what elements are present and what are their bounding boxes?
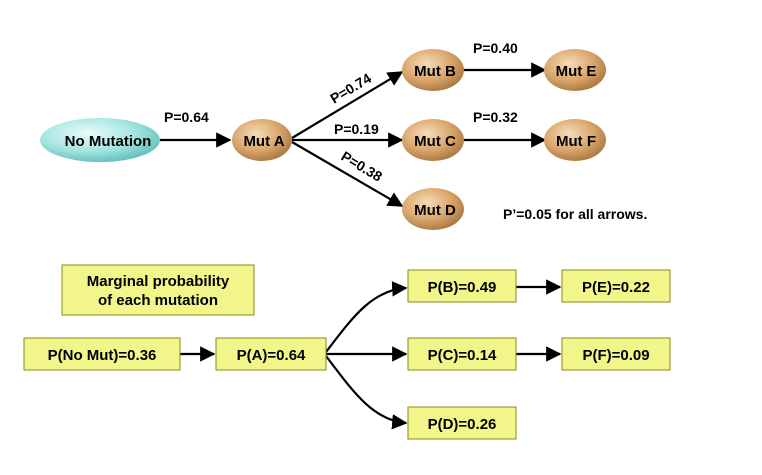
box-label-b: P(B)=0.49 — [428, 279, 497, 296]
edge-a-to-b — [291, 71, 404, 139]
curve-a-to-b — [325, 281, 408, 353]
legend-line2: of each mutation — [98, 292, 218, 309]
top-edges — [160, 62, 547, 207]
edge-label-c-to-f: P=0.32 — [473, 109, 518, 125]
box-d: P(D)=0.26 — [407, 406, 517, 440]
box-b: P(B)=0.49 — [407, 269, 517, 303]
edge-label-a-to-d: P=0.38 — [338, 148, 385, 185]
node-label-mut-a: Mut A — [243, 133, 284, 150]
box-label-c: P(C)=0.14 — [428, 347, 497, 364]
node-label-mut-f: Mut F — [556, 133, 596, 150]
box-f: P(F)=0.09 — [561, 337, 671, 371]
edge-label-none-to-a: P=0.64 — [164, 109, 209, 125]
edge-label-a-to-c: P=0.19 — [334, 121, 379, 137]
node-label-mut-e: Mut E — [556, 63, 597, 80]
box-a: P(A)=0.64 — [215, 337, 327, 371]
node-mut-c: Mut C — [402, 119, 464, 161]
node-no-mutation: No Mutation — [40, 118, 160, 162]
node-label-mut-d: Mut D — [414, 202, 456, 219]
box-label-f: P(F)=0.09 — [582, 347, 649, 364]
curve-a-to-d — [325, 355, 408, 430]
bottom-edges — [180, 279, 562, 430]
edge-label-a-to-b: P=0.74 — [327, 70, 374, 107]
legend-box: Marginal probability of each mutation — [61, 264, 255, 316]
note-text: P’=0.05 for all arrows. — [503, 206, 647, 222]
box-label-no-mut: P(No Mut)=0.36 — [48, 347, 157, 364]
node-mut-b: Mut B — [402, 49, 464, 91]
node-mut-f: Mut F — [544, 119, 606, 161]
box-label-d: P(D)=0.26 — [428, 416, 497, 433]
box-no-mut: P(No Mut)=0.36 — [23, 337, 181, 371]
box-e: P(E)=0.22 — [561, 269, 671, 303]
node-label-mut-b: Mut B — [414, 63, 456, 80]
node-label-no-mutation: No Mutation — [65, 133, 152, 150]
node-mut-e: Mut E — [544, 49, 606, 91]
box-label-a: P(A)=0.64 — [237, 347, 306, 364]
box-c: P(C)=0.14 — [407, 337, 517, 371]
node-mut-d: Mut D — [402, 188, 464, 230]
legend-line1: Marginal probability — [87, 273, 230, 290]
box-label-e: P(E)=0.22 — [582, 279, 650, 296]
node-label-mut-c: Mut C — [414, 133, 456, 150]
edge-a-to-d — [291, 141, 404, 207]
node-mut-a: Mut A — [232, 119, 292, 161]
edge-label-b-to-e: P=0.40 — [473, 40, 518, 56]
